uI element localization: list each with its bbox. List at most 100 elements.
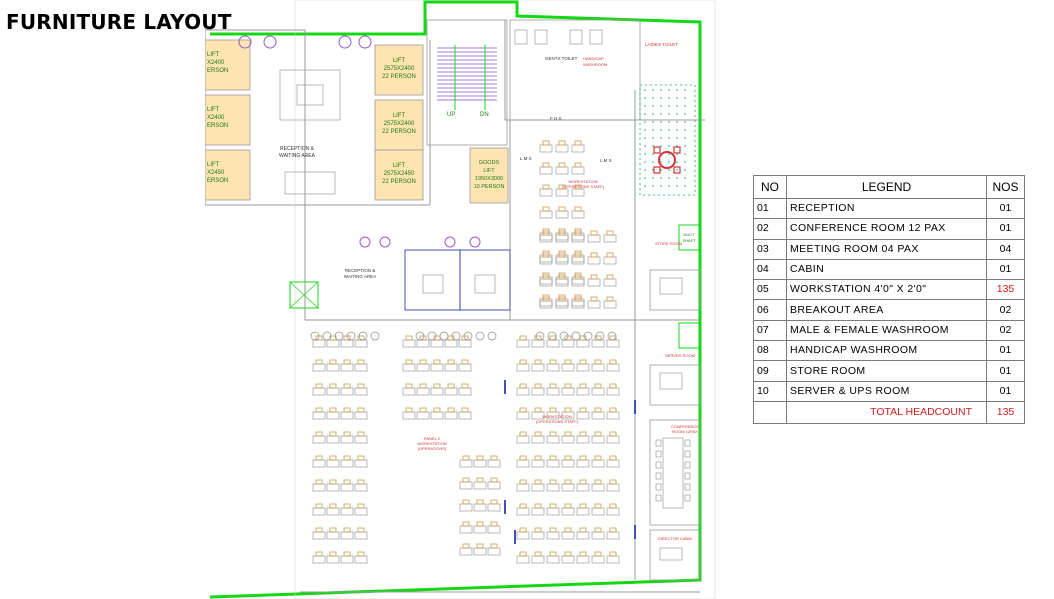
workstation-desk: [487, 481, 501, 490]
conference-chair: [655, 472, 662, 480]
floor-tile-dot: [684, 161, 686, 163]
workstation-chair: [447, 407, 455, 413]
workstation-desk: [571, 144, 585, 153]
workstation-desk: [576, 339, 590, 348]
lift-label: 22 PERSON: [382, 129, 416, 135]
workstation-chair: [594, 407, 602, 413]
workstation-desk: [312, 411, 326, 420]
workstation-desk: [487, 503, 501, 512]
lounge-chair: [469, 236, 481, 248]
duct-box: [678, 224, 700, 251]
workstation-desk: [571, 278, 585, 287]
legend-row-nos: 02: [986, 299, 1025, 321]
lift-label: LIFT: [207, 162, 220, 168]
workstation-chair: [329, 359, 337, 365]
floor-tile-dot: [660, 161, 662, 163]
workstation-desk: [516, 339, 530, 348]
lms-label: L M S: [520, 156, 532, 161]
legend-row-no: 06: [753, 299, 787, 321]
workstation-label: (OPERATIONS STAFF): [562, 184, 605, 189]
workstation-chair: [609, 479, 617, 485]
floor-tile-dot: [684, 153, 686, 155]
floor-tile-dot: [652, 113, 654, 115]
floor-tile-dot: [660, 177, 662, 179]
legend-header-legend: LEGEND: [786, 175, 987, 199]
duct-box: [678, 322, 700, 349]
floor-tile-dot: [668, 121, 670, 123]
workstation-desk: [326, 435, 340, 444]
workstation-chair: [315, 479, 323, 485]
washroom-label: LADIES TOILET: [645, 42, 678, 47]
workstation-chair: [564, 431, 572, 437]
workstation-desk: [459, 459, 473, 468]
legend-row-nos: 01: [986, 258, 1025, 281]
floor-tile-dot: [676, 105, 678, 107]
workstation-chair: [534, 359, 542, 365]
workstation-chair: [519, 479, 527, 485]
workstation-desk: [326, 531, 340, 540]
floor-tile-dot: [668, 177, 670, 179]
workstation-chair: [490, 521, 498, 527]
workstation-chair: [433, 383, 441, 389]
floor-tile-dot: [668, 153, 670, 155]
store-label: STORE ROOM: [655, 241, 682, 246]
workstation-chair: [609, 503, 617, 509]
workstation-desk: [340, 531, 354, 540]
workstation-chair: [476, 455, 484, 461]
conference-chair: [655, 450, 662, 458]
workstation-chair: [579, 551, 587, 557]
workstation-chair: [564, 527, 572, 533]
workstation-desk: [312, 387, 326, 396]
workstation-desk: [546, 507, 560, 516]
workstation-desk: [571, 298, 585, 307]
workstation-chair: [329, 479, 337, 485]
conference-chair: [684, 461, 691, 469]
conference-chair: [655, 494, 662, 502]
workstation-chair: [461, 335, 469, 341]
workstation-desk: [591, 435, 605, 444]
floor-tile-dot: [684, 97, 686, 99]
workstation-desk: [340, 339, 354, 348]
floor-tile-dot: [644, 113, 646, 115]
workstation-desk: [402, 363, 416, 372]
workstation-chair: [558, 296, 566, 302]
duct-label: DUCT: [683, 232, 695, 237]
workstation-desk: [531, 483, 545, 492]
workstation-chair: [343, 407, 351, 413]
stool: [475, 331, 485, 341]
workstation-desk: [531, 363, 545, 372]
workstation-chair: [329, 551, 337, 557]
workstation-desk: [340, 483, 354, 492]
workstation-chair: [315, 455, 323, 461]
workstation-desk: [354, 483, 368, 492]
workstation-desk: [576, 555, 590, 564]
reception-label: RECEPTION &: [280, 146, 315, 152]
workstation-chair: [447, 383, 455, 389]
legend-row-item: MALE & FEMALE WASHROOM: [786, 319, 987, 342]
goods-lift-label: GOODS: [479, 160, 500, 166]
workstation-desk: [561, 531, 575, 540]
legend-row-no: 09: [753, 360, 787, 382]
workstation-chair: [357, 335, 365, 341]
workstation-desk: [571, 188, 585, 197]
stool: [310, 331, 320, 341]
workstation-chair: [419, 335, 427, 341]
workstation-chair: [609, 551, 617, 557]
workstation-chair: [574, 184, 582, 190]
workstation-desk: [458, 339, 472, 348]
workstation-chair: [574, 206, 582, 212]
workstation-desk: [546, 435, 560, 444]
workstation-chair: [594, 335, 602, 341]
workstation-chair: [558, 140, 566, 146]
stool: [415, 331, 425, 341]
meeting-table: [474, 274, 496, 294]
workstation-desk: [531, 531, 545, 540]
workstation-desk: [402, 339, 416, 348]
workstation-chair: [329, 335, 337, 341]
workstation-chair: [534, 503, 542, 509]
workstation-desk: [487, 459, 501, 468]
workstation-desk: [312, 363, 326, 372]
floor-tile-dot: [660, 137, 662, 139]
